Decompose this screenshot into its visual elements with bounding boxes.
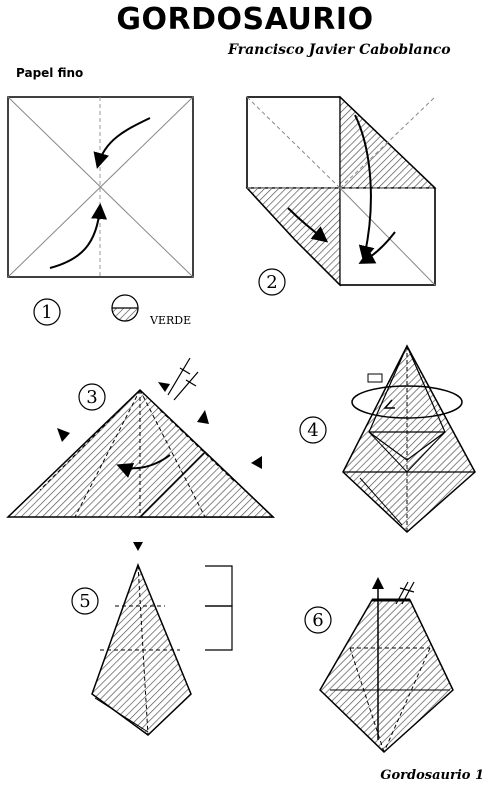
- kite-shape: [91, 562, 192, 736]
- fold-arrow: [49, 203, 108, 269]
- step-2-number: 2: [266, 272, 277, 293]
- step-3-number-circle: [78, 383, 106, 411]
- diagonal-crease: [7, 96, 194, 278]
- step-3-number: 3: [86, 387, 97, 408]
- step-2-number-circle: [258, 268, 286, 296]
- step-1-diagram: [7, 96, 194, 278]
- fold-marker: [158, 382, 170, 392]
- step-4-number-circle: [299, 416, 327, 444]
- measure-bracket: [205, 565, 233, 607]
- fold-arrow: [93, 117, 151, 169]
- measure-bracket: [205, 605, 233, 651]
- step-4-diagram: [342, 344, 476, 534]
- step-5-diagram: [91, 542, 233, 736]
- step-2-diagram: [245, 95, 437, 287]
- fold-arrow: [358, 231, 396, 264]
- page-footer: Gordosaurio 1: [380, 768, 484, 783]
- fold-marker: [133, 542, 143, 551]
- step-5-number-circle: [71, 587, 99, 615]
- author-name: Francisco Javier Caboblanco: [228, 42, 451, 58]
- step-1-number-circle: [33, 298, 61, 326]
- fold-arrow: [287, 207, 329, 243]
- color-legend: VERDE: [111, 294, 191, 327]
- fold-marker: [57, 428, 70, 442]
- fold-marker: [197, 410, 209, 424]
- step-6-number: 6: [312, 610, 323, 631]
- paper-note: Papel fino: [16, 66, 84, 80]
- step-6-diagram: [319, 577, 454, 754]
- fold-marker: [251, 456, 262, 469]
- step-1-number: 1: [41, 302, 52, 323]
- folded-flap: [138, 450, 275, 518]
- page-title: GORDOSAURIO: [116, 2, 374, 37]
- step-4-number: 4: [307, 420, 318, 441]
- legend-hatched-half: [111, 307, 139, 322]
- fold-arrow: [354, 114, 375, 262]
- fold-arrow: [116, 454, 171, 478]
- step-3-diagram: [6, 357, 275, 518]
- folded-shape: [319, 599, 454, 754]
- step-6-number-circle: [304, 606, 332, 634]
- turn-over-arrow: [351, 385, 463, 419]
- legend-label: VERDE: [149, 314, 191, 327]
- step-5-number: 5: [79, 591, 90, 612]
